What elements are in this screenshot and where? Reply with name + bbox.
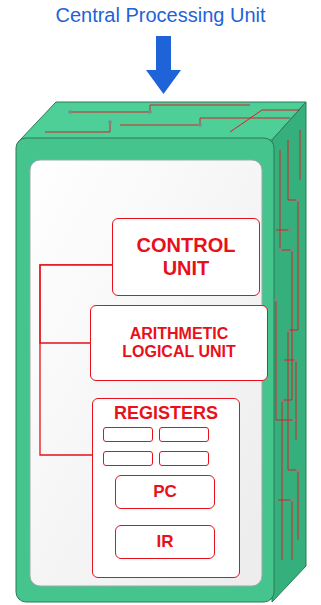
register-pc-box: PC <box>115 475 215 509</box>
circuit-traces <box>45 105 300 560</box>
register-cell <box>159 427 209 442</box>
box-label: ARITHMETIC LOGICAL UNIT <box>91 323 267 364</box>
box-label: PC <box>116 480 214 504</box>
diagram-title: Central Processing Unit <box>0 4 321 27</box>
alu-box: ARITHMETIC LOGICAL UNIT <box>90 305 268 381</box>
register-cell <box>103 427 153 442</box>
pointer-arrow <box>146 36 181 94</box>
control-unit-box: CONTROL UNIT <box>112 218 260 296</box>
box-label: REGISTERS <box>93 403 239 424</box>
box-label: CONTROL UNIT <box>113 232 259 282</box>
box-label: IR <box>116 530 214 554</box>
register-cell <box>159 451 209 466</box>
register-ir-box: IR <box>115 525 215 559</box>
register-cell <box>103 451 153 466</box>
case-side <box>272 102 306 602</box>
case-front <box>16 138 274 602</box>
case-top <box>20 102 306 140</box>
registers-box: REGISTERS PC IR <box>92 398 240 578</box>
